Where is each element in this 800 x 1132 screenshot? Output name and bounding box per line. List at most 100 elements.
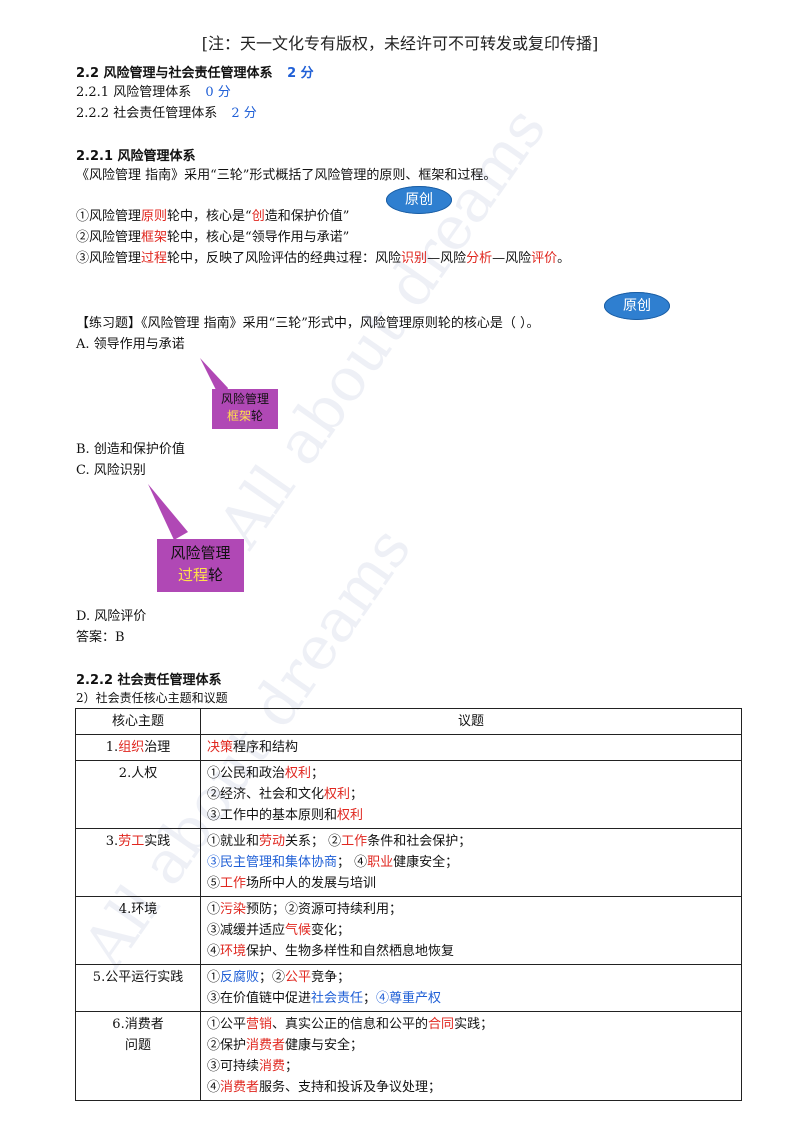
text-run: ； (363, 991, 377, 1006)
callout-line: 过程轮 (157, 564, 244, 586)
issues-cell: ①公平营销、真实公正的信息和公平的合同实践；②保护消费者健康与安全；③可持续消费… (200, 1011, 742, 1101)
issues-cell: ①污染预防；②资源可持续利用；③减缓并适应气候变化；④环境保护、生物多样性和自然… (200, 896, 742, 965)
text-run: 、真实公正的信息和公平的 (272, 1017, 429, 1032)
text-run: 气候 (285, 923, 312, 938)
text-run: ； ④ (337, 855, 368, 870)
text-run: 营销 (246, 1017, 273, 1032)
topic-cell: 1.组织治理 (75, 734, 201, 761)
text-run: 条件和社会保护； (367, 834, 472, 849)
exercise-question: 【练习题】《风险管理 指南》采用“三轮”形式中，风险管理原则轮的核心是（ ）。 (76, 316, 540, 331)
issue-line: ②经济、社会和文化权利； (207, 784, 735, 805)
text-run: 轮中，反映了风险评估的经典过程：风险 (167, 251, 402, 266)
text-run: 权利 (285, 766, 312, 781)
issue-line: ①就业和劳动关系； ②工作条件和社会保护； (207, 831, 735, 852)
toc-item-score: 2 分 (231, 106, 257, 121)
issue-line: ③在价值链中促进社会责任；④尊重产权 (207, 988, 735, 1009)
text-run: 保护、生物多样性和自然栖息地恢复 (246, 944, 455, 959)
table-row: 1.组织治理决策程序和结构 (75, 734, 742, 761)
issue-line: ④消费者服务、支持和投诉及争议处理； (207, 1077, 735, 1098)
callout-line: 风险管理 (170, 544, 231, 562)
text-run: 环境 (220, 944, 247, 959)
callout-line: 框架轮 (212, 408, 278, 425)
toc-item-label: 2.2.1 风险管理体系 (76, 85, 192, 100)
subheading: 2）社会责任核心主题和议题 (76, 691, 228, 705)
text-run: 过程 (141, 251, 168, 266)
text-run: 消费 (259, 1059, 286, 1074)
text-run: 识别 (401, 251, 428, 266)
issue-line: ①反腐败；②公平竞争； (207, 967, 735, 988)
text-run: 社会责任 (311, 991, 364, 1006)
text-run: ②经济、社会和文化 (207, 787, 325, 802)
callout-process-wheel: 风险管理 过程轮 (157, 539, 244, 592)
table-row: 3.劳工实践 ①就业和劳动关系； ②工作条件和社会保护；③民主管理和集体协商； ④… (75, 828, 742, 897)
text-run: ；② (259, 970, 286, 985)
text-run: 劳工 (118, 834, 145, 849)
text-run: 权利 (324, 787, 351, 802)
option-d: D. 风险评价 (76, 609, 147, 624)
wheel-principle-line: ①风险管理原则轮中，核心是“创造和保护价值” (76, 205, 349, 224)
callout-highlight: 过程 (177, 566, 208, 584)
topic-cell: 6.消费者问题 (75, 1011, 201, 1101)
wheel-process-line: ③风险管理过程轮中，反映了风险评估的经典过程：风险识别—风险分析—风险评价。 (76, 247, 570, 266)
answer: 答案：B (76, 630, 125, 645)
text-run: 工作 (341, 834, 368, 849)
heading-2-2-score: 2 分 (287, 66, 314, 81)
text-run: ③在价值链中促进 (207, 991, 312, 1006)
text-run: ； (311, 766, 325, 781)
text-run: ④ (207, 944, 221, 959)
text-run: ① (207, 970, 221, 985)
callout-pointer (148, 484, 188, 540)
heading-2-2-1: 2.2.1 风险管理体系 (76, 149, 196, 164)
text-run: ①公平 (207, 1017, 247, 1032)
text-run: 6.消费者 (112, 1017, 164, 1032)
text-run: —风险 (492, 251, 532, 266)
text-run: 分析 (466, 251, 493, 266)
text-run: 竞争； (311, 970, 351, 985)
issue-line: ②保护消费者健康与安全； (207, 1035, 735, 1056)
toc-item-2-2-2: 2.2.2 社会责任管理体系 2 分 (76, 102, 257, 121)
text-run: 关系； ② (285, 834, 342, 849)
issues-cell: ①就业和劳动关系； ②工作条件和社会保护；③民主管理和集体协商； ④职业健康安全… (200, 828, 742, 897)
text-run: ④ (207, 1080, 221, 1095)
issue-line: ③减缓并适应气候变化； (207, 920, 735, 941)
text-run: ； (285, 1059, 299, 1074)
topic-cell: 4.环境 (75, 896, 201, 965)
heading-2-2-label: 2.2 风险管理与社会责任管理体系 (76, 66, 273, 81)
text-run: 反腐败 (220, 970, 260, 985)
text-run: 预防；②资源可持续利用； (246, 902, 403, 917)
text-run: ⑤ (207, 876, 221, 891)
original-badge: 原创 (604, 292, 670, 320)
callout-highlight: 框架 (226, 409, 251, 423)
text-run: ①公民和政治 (207, 766, 286, 781)
text-run: ④尊重产权 (376, 991, 442, 1006)
text-run: 治理 (144, 740, 171, 755)
text-run: 公平 (285, 970, 312, 985)
text-run: 服务、支持和投诉及争议处理； (259, 1080, 442, 1095)
text-run: ③减缓并适应 (207, 923, 286, 938)
callout-text: 轮 (251, 409, 264, 423)
option-c: C. 风险识别 (76, 463, 146, 478)
text-run: 评价 (531, 251, 558, 266)
text-run: —风险 (427, 251, 467, 266)
text-run: 3. (105, 834, 119, 849)
text-run: 消费者 (246, 1038, 286, 1053)
text-run: ③可持续 (207, 1059, 260, 1074)
issue-line: ③可持续消费； (207, 1056, 735, 1077)
issue-line: ⑤工作场所中人的发展与培训 (207, 873, 735, 894)
text-run: 实践 (144, 834, 171, 849)
text-run: 场所中人的发展与培训 (246, 876, 377, 891)
intro-paragraph: 《风险管理 指南》采用“三轮”形式概括了风险管理的原则、框架和过程。 (76, 168, 497, 183)
text-run: 5.公平运行实践 (92, 970, 184, 985)
option-b: B. 创造和保护价值 (76, 442, 185, 457)
text-run: 决策 (207, 740, 234, 755)
issue-line: ④环境保护、生物多样性和自然栖息地恢复 (207, 941, 735, 962)
toc-item-label: 2.2.2 社会责任管理体系 (76, 106, 218, 121)
text-run: 轮中，核心是“领导作用与承诺” (167, 230, 350, 245)
toc-item-2-2-1: 2.2.1 风险管理体系 0 分 (76, 81, 231, 100)
issue-line: ③工作中的基本原则和权利 (207, 805, 735, 826)
